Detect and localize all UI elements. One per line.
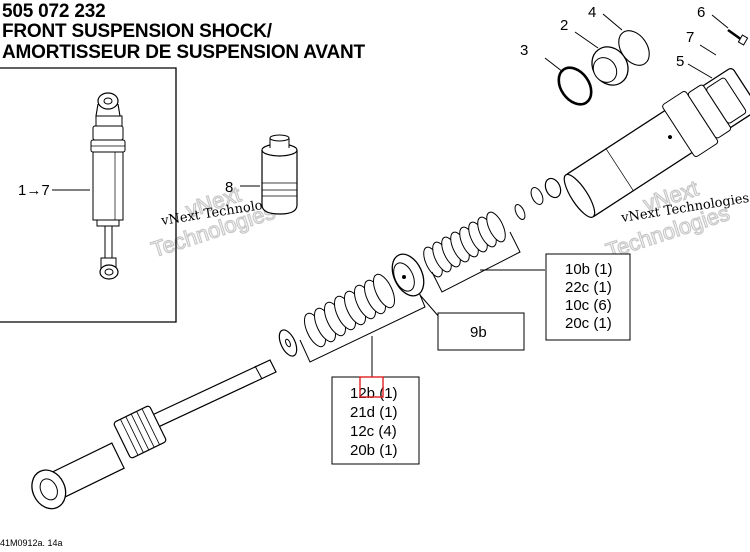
oil-bottle bbox=[240, 134, 298, 215]
kit-c-item-2: 21d (1) bbox=[350, 404, 398, 421]
highlight-box bbox=[359, 376, 384, 398]
kit-a-item-1: 10b (1) bbox=[565, 261, 613, 278]
o-ring bbox=[544, 57, 593, 106]
small-washer bbox=[514, 204, 526, 220]
screw bbox=[711, 14, 749, 46]
leader-kit-b bbox=[419, 294, 441, 319]
callout-1-to-7: 1→7 bbox=[18, 182, 50, 199]
disc bbox=[602, 13, 650, 66]
part-number: 505 072 232 bbox=[2, 1, 106, 22]
rod-washer-hole bbox=[285, 338, 291, 348]
bracket-upper bbox=[431, 231, 521, 293]
kit-b-label: 9b bbox=[470, 324, 487, 341]
nut bbox=[544, 177, 562, 199]
callout-3: 3 bbox=[520, 42, 528, 59]
shim-stack-upper bbox=[423, 211, 506, 278]
cap-ring bbox=[574, 31, 629, 86]
callout-5: 5 bbox=[676, 53, 684, 70]
callout-4: 4 bbox=[588, 4, 596, 21]
piston bbox=[391, 253, 425, 297]
washer bbox=[699, 44, 717, 56]
callout-2: 2 bbox=[560, 17, 568, 34]
kit-c-item-3: 12c (4) bbox=[350, 423, 397, 440]
kit-b-box bbox=[437, 312, 525, 351]
drawing-code: 41M0912a. 14a bbox=[0, 538, 63, 548]
kit-c-item-4: 20b (1) bbox=[350, 442, 398, 459]
shock-body bbox=[563, 67, 750, 218]
callout-7: 7 bbox=[686, 29, 694, 46]
bushing bbox=[687, 63, 713, 79]
kit-c-item-1: 12b (1) bbox=[350, 385, 398, 402]
title-french: AMORTISSEUR DE SUSPENSION AVANT bbox=[2, 42, 365, 63]
kit-a-box bbox=[545, 253, 631, 341]
assembled-shock-panel bbox=[0, 67, 177, 323]
title-english: FRONT SUSPENSION SHOCK/ bbox=[2, 21, 272, 42]
kit-a-item-4: 20c (1) bbox=[565, 315, 612, 332]
callout-6: 6 bbox=[697, 4, 705, 21]
kit-a-item-2: 22c (1) bbox=[565, 279, 612, 296]
nut-washer bbox=[530, 187, 544, 205]
kit-c-box bbox=[331, 376, 420, 465]
shim-stack-lower bbox=[303, 273, 396, 348]
callout-8: 8 bbox=[225, 179, 233, 196]
piston-rod bbox=[31, 359, 277, 510]
kit-a-item-3: 10c (6) bbox=[565, 297, 612, 314]
